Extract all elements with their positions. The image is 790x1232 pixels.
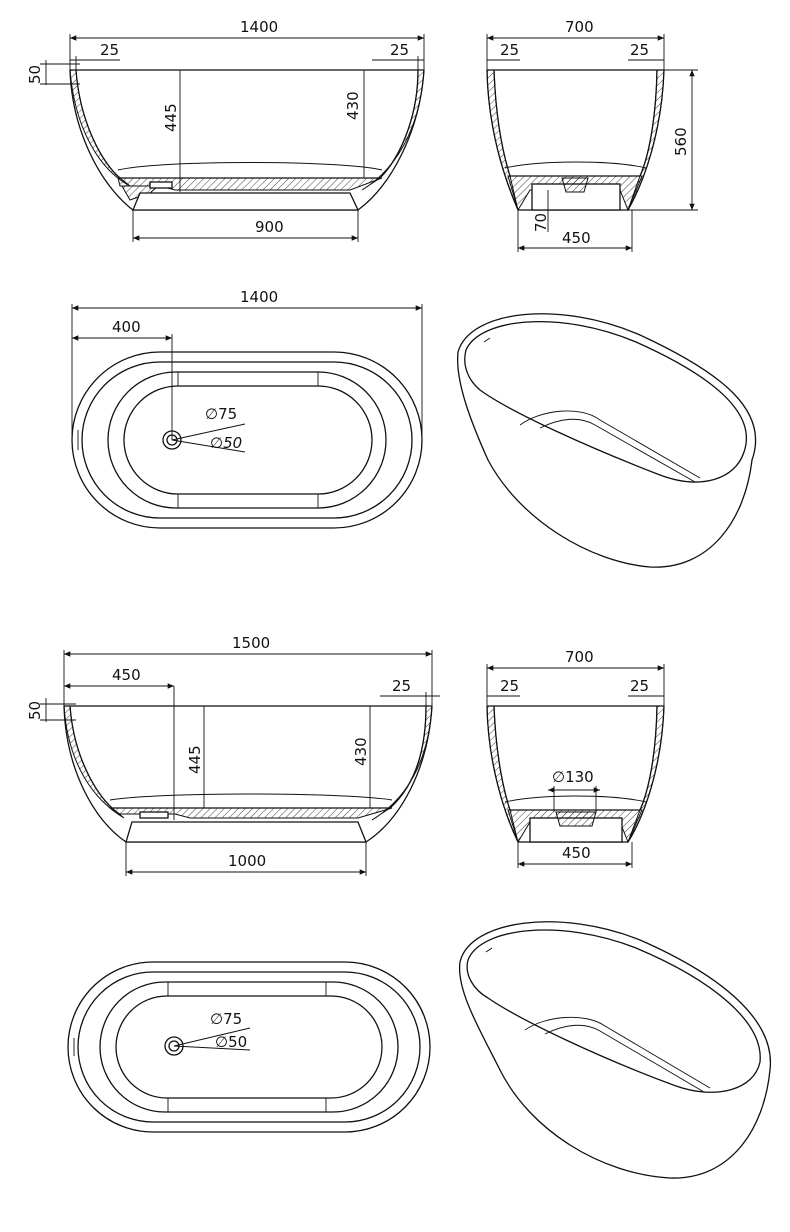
- tub1-side-rim-left-label: 25: [100, 41, 119, 59]
- tub1-end-rim-left-label: 25: [500, 41, 519, 59]
- tub2-end-rim-right-label: 25: [630, 677, 649, 695]
- tub2-end-rim-left-label: 25: [500, 677, 519, 695]
- tub1-top-drain-offset-label: 400: [112, 318, 141, 336]
- tub2-side-drain-offset-label: 450: [112, 666, 141, 684]
- tub1-perspective-view: [456, 313, 757, 568]
- tub1-side-rim-height-label: 50: [26, 65, 44, 84]
- tub2-side-section: 1500 450 25 50 445 430 1000: [26, 634, 440, 876]
- tub1-side-section: 1400 25 25 50 445 430 900: [26, 18, 425, 242]
- tub1-end-base-width-label: 450: [562, 229, 591, 247]
- tub1-end-rim-right-label: 25: [630, 41, 649, 59]
- tub1-top-overflow-label: ∅75: [205, 405, 237, 423]
- tub2-side-depth-left-label: 445: [186, 745, 204, 774]
- tub2-top-drain-label: ∅50: [215, 1033, 247, 1051]
- tub1-side-depth-left-label: 445: [162, 103, 180, 132]
- tub1-end-width-label: 700: [565, 18, 594, 36]
- tub1-top-view: ∅75 ∅50 1400 400: [71, 288, 423, 529]
- tub2-side-rim-right-label: 25: [392, 677, 411, 695]
- tub1-side-length-label: 1400: [240, 18, 278, 36]
- tub1-side-base-label: 900: [255, 218, 284, 236]
- tub2-top-overflow-label: ∅75: [210, 1010, 242, 1028]
- tub1-end-base-height-label: 70: [532, 213, 550, 232]
- tub1-top-length-label: 1400: [240, 288, 278, 306]
- tub2-end-width-label: 700: [565, 648, 594, 666]
- tub2-side-depth-right-label: 430: [352, 737, 370, 766]
- tub2-top-view: ∅75 ∅50: [67, 961, 431, 1133]
- tub1-side-depth-right-label: 430: [344, 91, 362, 120]
- tub1-top-drain-label: ∅50: [210, 434, 242, 452]
- tub2-end-waste-label: ∅130: [552, 768, 594, 786]
- tub2-side-length-label: 1500: [232, 634, 270, 652]
- tub2-perspective-view: [458, 921, 772, 1179]
- tub1-side-rim-right-label: 25: [390, 41, 409, 59]
- tub1-end-section: 700 25 25 560 70 450: [486, 18, 698, 252]
- tub2-end-base-width-label: 450: [562, 844, 591, 862]
- tub2-end-section: 700 25 25 ∅130 450: [486, 648, 665, 868]
- tub1-end-height-label: 560: [672, 127, 690, 156]
- tub2-side-base-label: 1000: [228, 852, 266, 870]
- tub2-side-rim-height-label: 50: [26, 701, 44, 720]
